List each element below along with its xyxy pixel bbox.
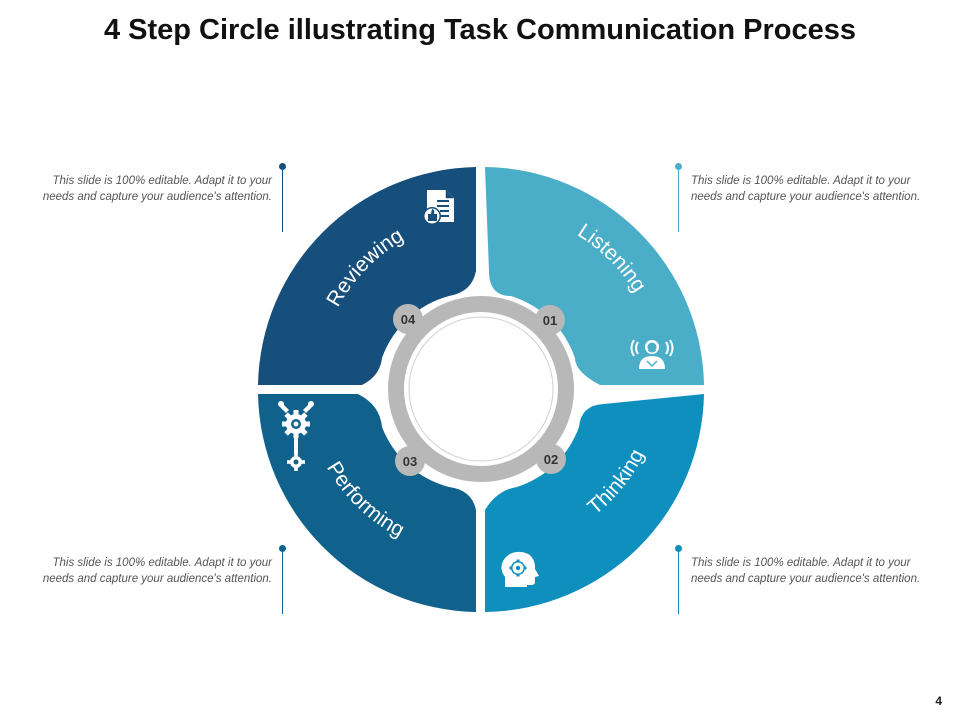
note-top-right: This slide is 100% editable. Adapt it to… xyxy=(691,175,921,203)
step-number-badge-03: 03 xyxy=(395,446,425,476)
note-line-bottom-left xyxy=(282,552,283,614)
step-number-03: 03 xyxy=(403,454,417,469)
step-number-01: 01 xyxy=(543,313,557,328)
segment-listening xyxy=(485,167,704,385)
step-number-badge-02: 02 xyxy=(536,444,566,474)
note-line-top-right xyxy=(678,170,679,232)
person-listening-icon xyxy=(630,339,674,369)
step-number-04: 04 xyxy=(401,312,416,327)
note-dot-top-left xyxy=(279,163,286,170)
center-inner-ring xyxy=(408,316,554,462)
note-dot-bottom-right xyxy=(675,545,682,552)
note-line-top-left xyxy=(282,170,283,232)
page-number: 4 xyxy=(935,694,942,708)
grey-ring xyxy=(388,296,574,482)
note-line-bottom-right xyxy=(678,552,679,614)
step-number-badge-01: 01 xyxy=(535,305,565,335)
segment-reviewing xyxy=(258,167,476,385)
head-gear-icon xyxy=(501,551,539,587)
slide-title: 4 Step Circle illustrating Task Communic… xyxy=(103,14,857,46)
document-thumbs-up-icon xyxy=(423,190,454,225)
note-dot-top-right xyxy=(675,163,682,170)
note-bottom-left: This slide is 100% editable. Adapt it to… xyxy=(42,557,272,585)
segment-thinking xyxy=(485,394,704,612)
center-circle xyxy=(406,314,556,464)
step-number-badge-04: 04 xyxy=(393,304,423,334)
segment-performing xyxy=(258,394,476,612)
gears-wrench-icon xyxy=(278,401,314,471)
step-number-02: 02 xyxy=(544,452,558,467)
note-dot-bottom-left xyxy=(279,545,286,552)
note-bottom-right: This slide is 100% editable. Adapt it to… xyxy=(691,557,921,585)
note-top-left: This slide is 100% editable. Adapt it to… xyxy=(42,175,272,203)
